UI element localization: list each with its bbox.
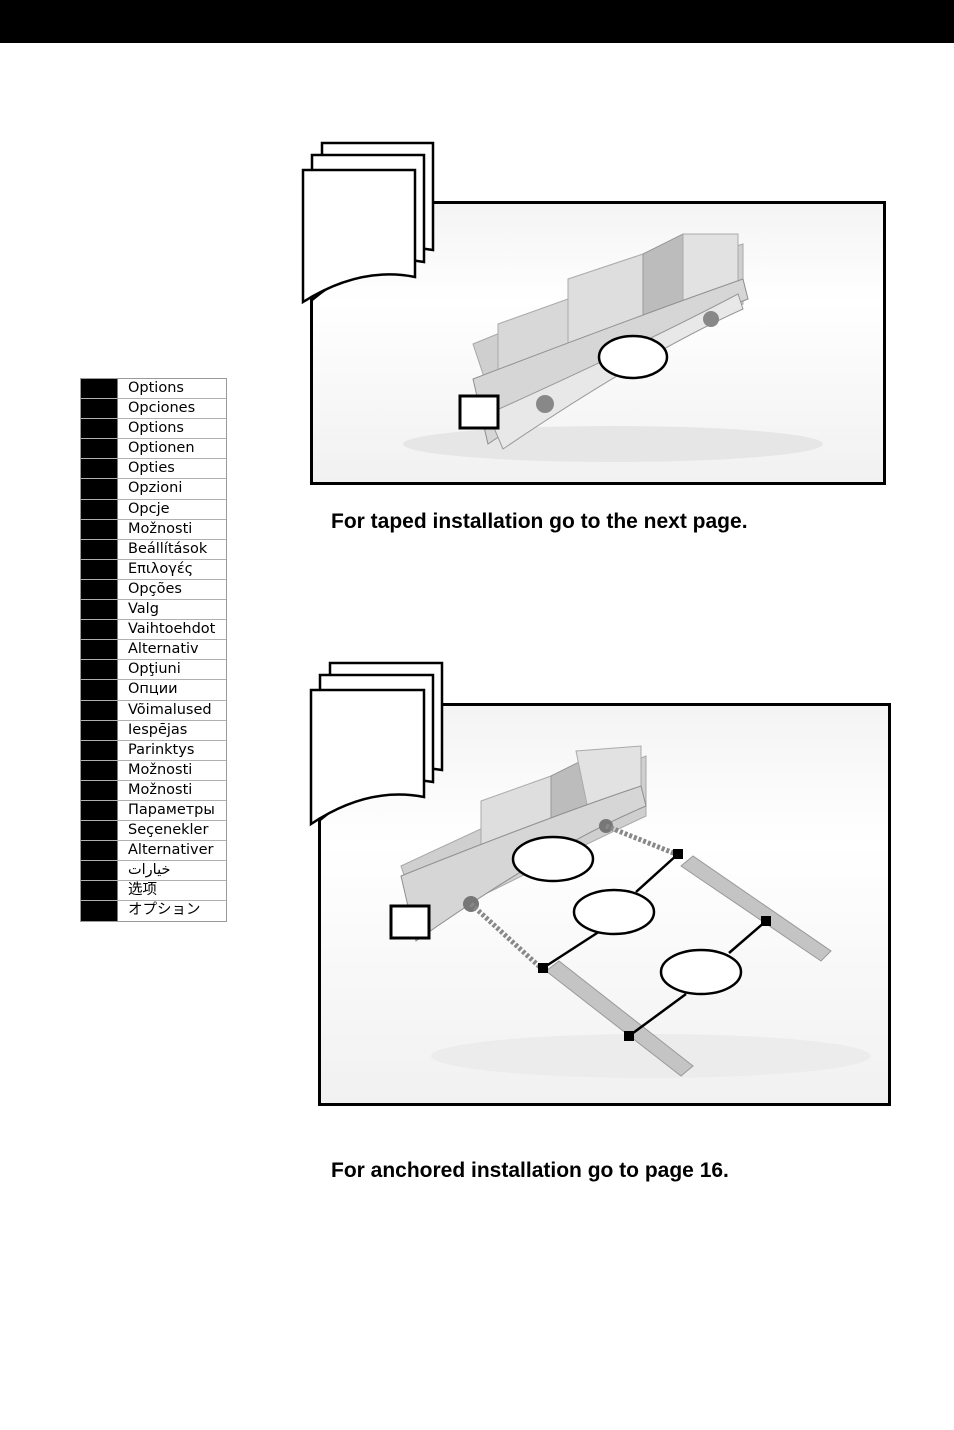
language-label: Opcje [128,500,170,517]
language-code-block [81,579,118,600]
language-code-block [81,620,118,640]
language-code-block [81,479,118,499]
language-code-block [81,439,118,459]
language-row: Opciones [81,399,226,420]
step-pages-icon-2 [309,661,444,827]
language-label: Alternativ [128,641,199,658]
language-label: Opzioni [128,480,183,497]
language-label: Valg [128,601,159,618]
language-code-block [81,680,118,700]
language-code-block [81,720,118,740]
language-row: Opções [81,579,226,601]
language-label: Опции [128,681,178,698]
language-row: Options [81,379,226,400]
step-pages-icon [301,141,435,305]
cord-clip-illustration [403,233,823,462]
language-label: Beállítások [128,540,208,557]
language-code-block [81,640,118,660]
language-row: Beállítások [81,539,226,560]
language-code-block [81,499,118,519]
taped-installation-photo [310,201,886,485]
language-row: Alternativ [81,640,226,661]
language-row: Επιλογές [81,559,226,580]
language-row: Možnosti [81,780,226,801]
language-row: Параметры [81,800,226,822]
language-row: Možnosti [81,519,226,540]
language-label: Opções [128,580,182,597]
language-label: 选项 [128,882,157,899]
language-row: Alternativer [81,841,226,862]
language-code-block [81,861,118,881]
language-code-block [81,539,118,559]
anchored-installation-caption: For anchored installation go to page 16. [331,1159,729,1182]
language-code-block [81,760,118,780]
language-row: Opcje [81,499,226,520]
language-row: Vaihtoehdot [81,620,226,641]
language-label: Opciones [128,400,196,417]
language-label: Seçenekler [128,822,209,839]
language-row: オプション [81,901,226,921]
language-code-block [81,600,118,620]
language-row: Valg [81,600,226,621]
language-row: خيارات [81,861,226,882]
language-row: Seçenekler [81,821,226,842]
language-code-block [81,841,118,861]
taped-installation-caption: For taped installation go to the next pa… [331,510,748,533]
language-code-block [81,700,118,720]
language-label: Možnosti [128,781,193,798]
language-label: خيارات [128,862,171,879]
language-row: Опции [81,680,226,701]
language-label: Opţiuni [128,661,181,678]
language-label: Možnosti [128,520,193,537]
language-label: Možnosti [128,761,193,778]
language-row: Options [81,419,226,440]
language-row: Možnosti [81,760,226,781]
language-label: Options [128,380,184,396]
language-row: Iespējas [81,720,226,741]
language-code-block [81,519,118,539]
cord-clip-with-screws-illustration [389,745,871,1078]
language-code-block [81,901,118,921]
language-row: Opzioni [81,479,226,500]
language-code-block [81,559,118,579]
language-label: Opties [128,460,175,477]
language-row: Opţiuni [81,660,226,681]
language-label: Options [128,420,184,437]
language-code-block [81,399,118,419]
header-bar [0,0,954,43]
language-row: Opties [81,459,226,480]
language-code-block [81,660,118,680]
language-row: Optionen [81,439,226,460]
language-label: Vaihtoehdot [128,621,216,638]
language-code-block [81,780,118,800]
language-label: Iespējas [128,721,188,738]
language-label: Optionen [128,440,195,457]
language-label: オプション [128,902,201,919]
language-code-block [81,881,118,901]
language-row: Võimalused [81,700,226,721]
language-code-block [81,379,118,399]
language-row: 选项 [81,881,226,902]
language-code-block [81,740,118,760]
language-label: Parinktys [128,741,195,758]
language-label: Επιλογές [128,560,194,577]
language-label: Võimalused [128,701,212,718]
language-code-block [81,821,118,841]
language-label: Параметры [128,801,215,818]
language-row: Parinktys [81,740,226,761]
language-code-block [81,800,118,821]
language-code-block [81,419,118,439]
language-label: Alternativer [128,842,214,859]
language-code-block [81,459,118,479]
